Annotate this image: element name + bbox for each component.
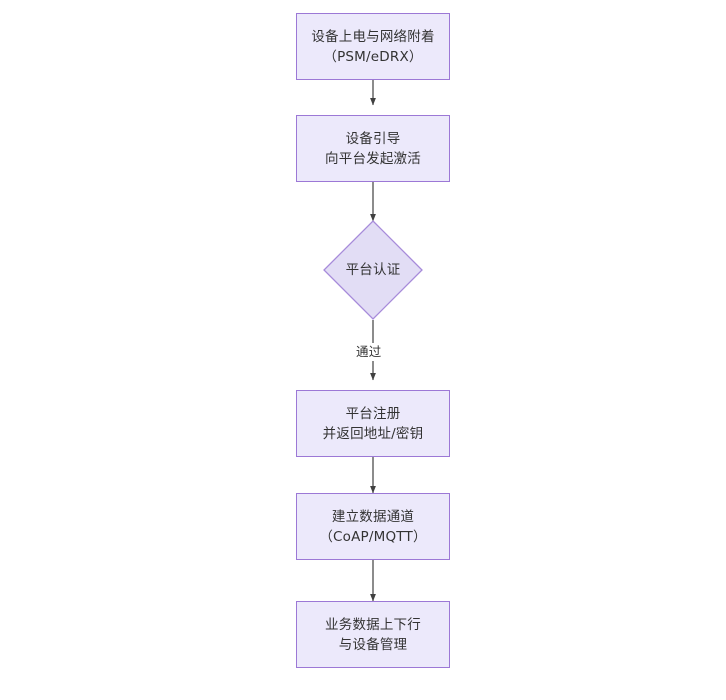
- node-label-line-1: 业务数据上下行: [325, 616, 421, 633]
- edge-label-pass: 通过: [353, 343, 385, 361]
- node-device-bootstrap[interactable]: 设备引导 向平台发起激活: [296, 115, 450, 182]
- edge-label-text: 通过: [356, 344, 382, 359]
- node-platform-register[interactable]: 平台注册 并返回地址/密钥: [296, 390, 450, 457]
- node-label-line-2: （PSM/eDRX）: [323, 48, 423, 65]
- node-label-line-2: 与设备管理: [338, 636, 408, 653]
- diamond-shape: [323, 220, 423, 320]
- node-label-line-1: 设备上电与网络附着: [311, 28, 435, 45]
- node-label-line-1: 平台注册: [345, 405, 401, 422]
- node-business-data[interactable]: 业务数据上下行 与设备管理: [296, 601, 450, 668]
- node-platform-auth[interactable]: 平台认证: [323, 220, 423, 320]
- node-label-line-2: 向平台发起激活: [325, 150, 421, 167]
- node-label-line-2: 并返回地址/密钥: [322, 425, 424, 442]
- node-label-line-1: 建立数据通道: [331, 508, 415, 525]
- node-label-line-2: （CoAP/MQTT）: [319, 528, 427, 545]
- node-label-line-1: 设备引导: [345, 130, 401, 147]
- node-data-channel[interactable]: 建立数据通道 （CoAP/MQTT）: [296, 493, 450, 560]
- node-label-line-1: 平台认证: [345, 262, 401, 278]
- node-device-power-on[interactable]: 设备上电与网络附着 （PSM/eDRX）: [296, 13, 450, 80]
